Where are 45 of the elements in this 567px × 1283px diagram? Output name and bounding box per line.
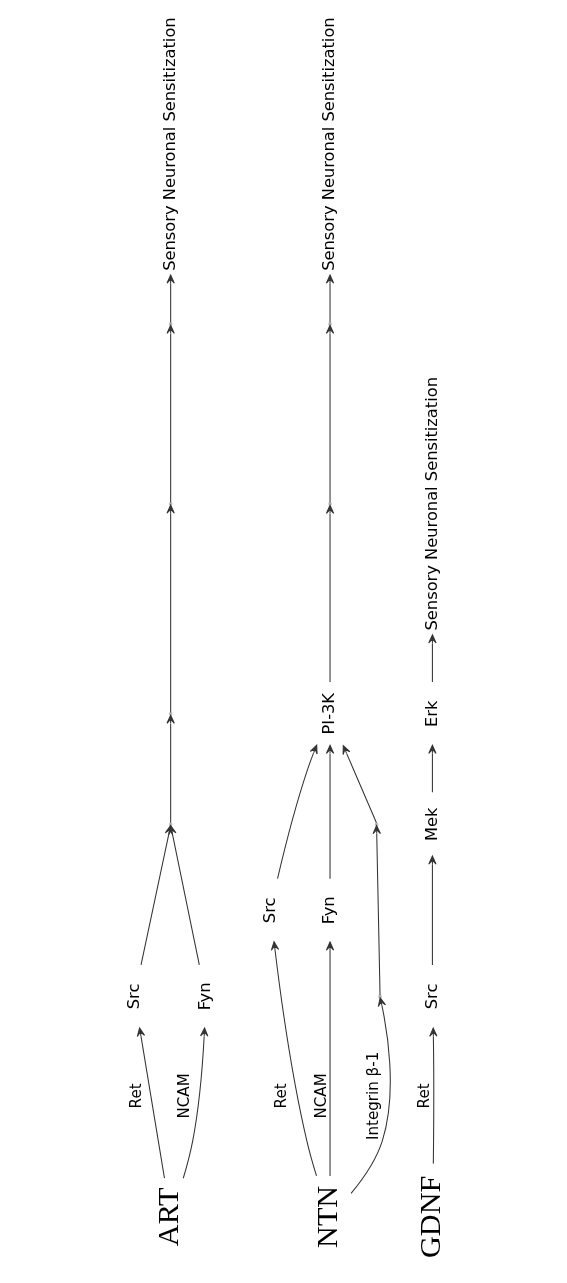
arrow xyxy=(136,1027,165,1179)
node-text: Fyn xyxy=(194,982,214,1011)
arrow xyxy=(168,825,200,966)
arrow xyxy=(429,1027,438,1165)
node-text: GDNF xyxy=(412,1175,447,1259)
edge-label: Ret xyxy=(126,1083,145,1109)
node-point xyxy=(378,994,382,999)
arrow xyxy=(428,744,437,793)
node-text: Sensory Neuronal Sensitization xyxy=(319,17,339,271)
node-point xyxy=(168,501,173,506)
node-text: Sensory Neuronal Sensitization xyxy=(159,17,179,271)
node-text: Src xyxy=(421,983,441,1010)
arrow xyxy=(325,941,335,1177)
arrow xyxy=(428,855,437,966)
edge-label: Ret xyxy=(415,1083,434,1109)
node-point xyxy=(168,822,173,827)
node-point xyxy=(328,501,332,506)
node-point xyxy=(328,322,332,326)
arrow xyxy=(166,714,175,824)
node-point xyxy=(168,322,173,326)
node-text: Fyn xyxy=(319,896,339,925)
edge-label: Ret xyxy=(272,1083,291,1109)
arrow xyxy=(270,941,318,1177)
arrow xyxy=(342,745,377,824)
node-text: Src xyxy=(123,983,143,1010)
arrow xyxy=(166,504,175,713)
arrow xyxy=(428,634,437,683)
node-text: Erk xyxy=(421,700,441,727)
edge-label: Integrin β-1 xyxy=(364,1051,383,1141)
arrow xyxy=(325,744,335,880)
arrow xyxy=(325,504,335,683)
node-text: NTN xyxy=(310,1185,345,1248)
node-point xyxy=(168,711,173,716)
arrow xyxy=(350,997,391,1194)
node-text: Sensory Neuronal Sensitization xyxy=(421,377,441,631)
arrow xyxy=(182,1027,209,1179)
arrow xyxy=(277,744,318,880)
edge-label: NCAM xyxy=(311,1073,330,1119)
node-text: ART xyxy=(150,1187,185,1247)
node-text: PI-3K xyxy=(319,692,339,735)
node-point xyxy=(374,822,379,827)
arrow xyxy=(372,825,381,996)
node-text: Mek xyxy=(421,807,441,841)
node-text: Src xyxy=(260,897,280,924)
edge-label: NCAM xyxy=(174,1073,193,1119)
